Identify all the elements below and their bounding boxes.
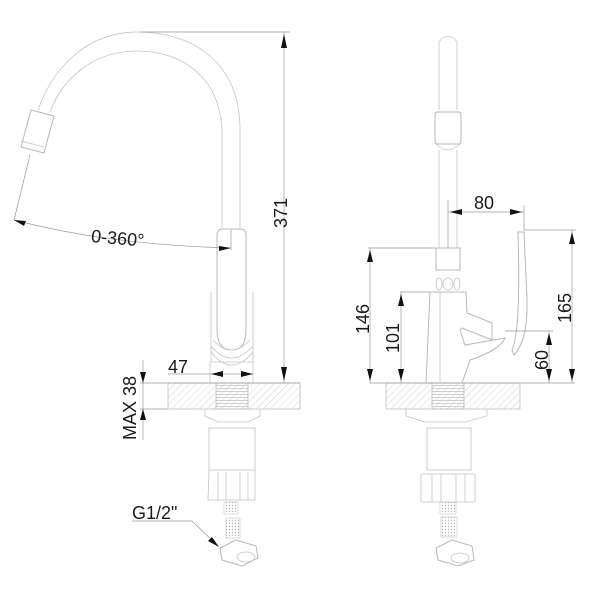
- front-view: [367, 35, 576, 567]
- base-width-label: 47: [168, 357, 189, 377]
- thread-rod: [215, 382, 249, 410]
- total-height-label: 371: [271, 197, 291, 228]
- max-counter-thickness-label: MAX 38: [120, 375, 140, 440]
- handle-height-label: 165: [555, 292, 575, 323]
- hose-braid: [223, 501, 239, 515]
- aerator: [20, 109, 55, 154]
- connection-thread-label: G1/2": [132, 503, 178, 523]
- front-body: [425, 291, 506, 384]
- rotation-angle-label: 0-360°: [90, 226, 146, 251]
- spout-base-height-label: 101: [383, 322, 403, 353]
- side-view: [13, 31, 301, 567]
- front-aerator: [434, 111, 462, 145]
- front-hex-fitting: [435, 539, 475, 567]
- hex-fitting: [219, 539, 259, 567]
- handle-low-height-label: 60: [532, 349, 552, 370]
- body-height-label: 146: [353, 303, 373, 334]
- handle-reach-label: 80: [474, 193, 495, 213]
- faucet-body-lever: [216, 228, 247, 351]
- front-handle-lever: [511, 231, 528, 356]
- spout-outer-arc: [37, 31, 241, 228]
- spout-inner-arc: [49, 50, 223, 228]
